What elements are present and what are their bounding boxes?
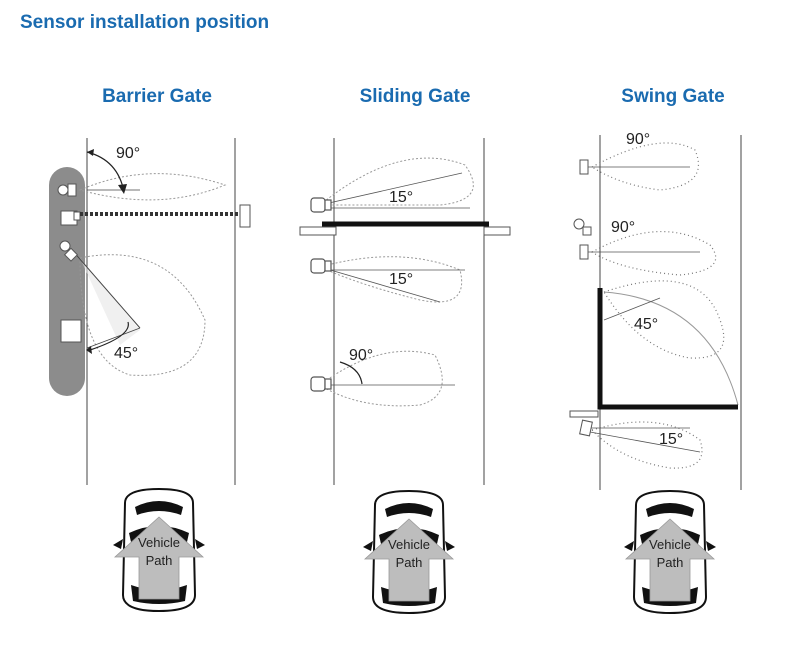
swing-angle-15: 15°: [659, 431, 683, 448]
vehicle-label-bottom: Path: [146, 553, 173, 568]
barrier-gate-title: Barrier Gate: [102, 86, 212, 107]
swing-gate-leaf: [597, 288, 738, 410]
vehicle-label-bottom: Path: [657, 555, 684, 570]
sliding-angle-15-top: 15°: [389, 189, 413, 206]
gate-pillar: [49, 167, 85, 396]
swing-angle-45: 45°: [634, 316, 658, 333]
barrier-angle-90: 90°: [116, 145, 140, 162]
vehicle-label-top: Vehicle: [388, 537, 430, 552]
vehicle-sliding: Vehicle Path: [362, 490, 456, 614]
sliding-angle-15-mid: 15°: [389, 271, 413, 288]
vehicle-label-top: Vehicle: [649, 537, 691, 552]
swing-gate-title: Swing Gate: [621, 86, 725, 107]
barrier-angle-45: 45°: [114, 345, 138, 362]
sliding-sensor-2: [310, 258, 332, 274]
vehicle-label-top: Vehicle: [138, 535, 180, 550]
swing-angle-90-top: 90°: [626, 131, 650, 148]
sliding-angle-90: 90°: [349, 347, 373, 364]
vehicle-label-bottom: Path: [396, 555, 423, 570]
page-title: Sensor installation position: [20, 12, 270, 33]
sliding-gate-title: Sliding Gate: [359, 86, 471, 107]
vehicle-barrier: Vehicle Path: [112, 488, 206, 612]
vehicle-swing: Vehicle Path: [623, 490, 717, 614]
swing-gate-diagram: 90° 90° 45° 15°: [569, 131, 742, 490]
swing-angle-90-mid: 90°: [611, 219, 635, 236]
sliding-sensor-1: [310, 197, 332, 213]
sliding-sensor-3: [310, 376, 332, 392]
barrier-gate-diagram: 90° 45°: [49, 138, 251, 485]
sliding-gate-diagram: 15° 15° 90°: [299, 138, 511, 485]
